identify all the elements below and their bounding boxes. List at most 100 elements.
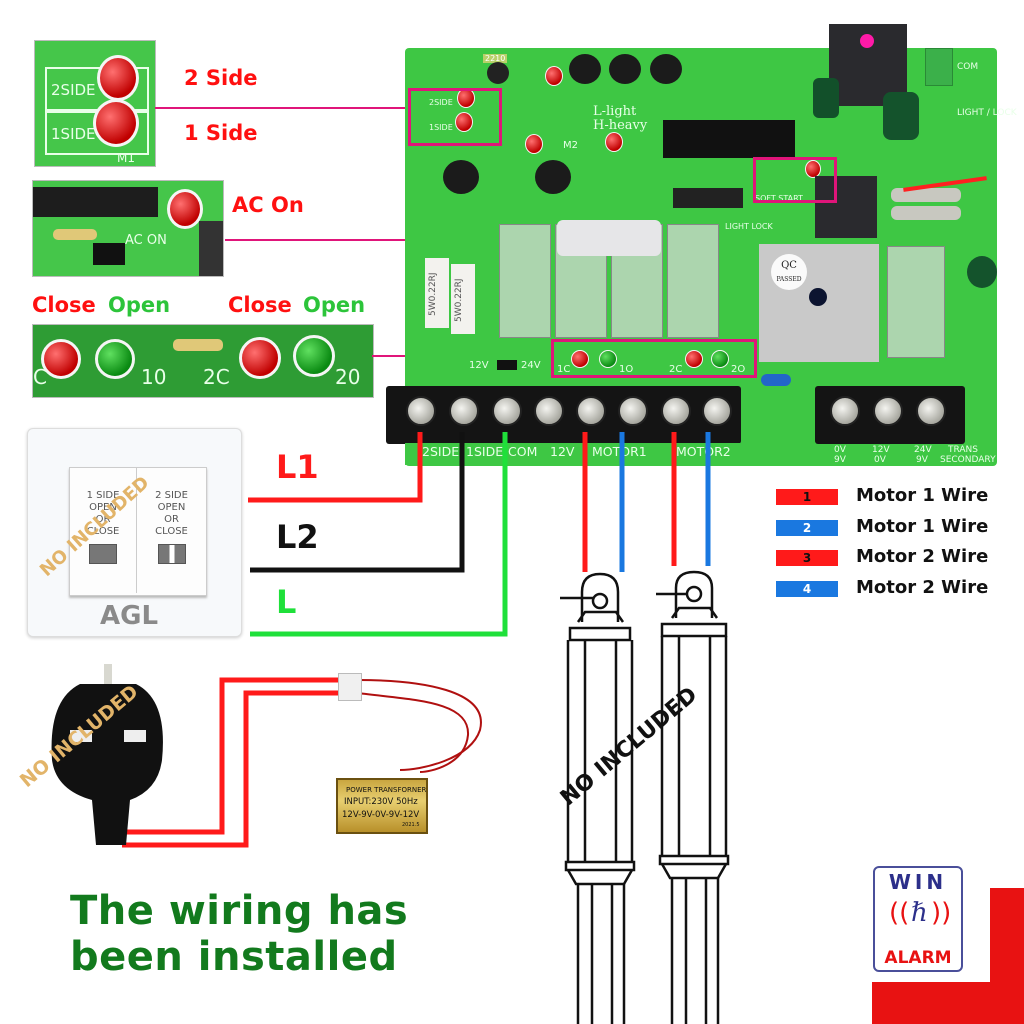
silk-com: COM bbox=[957, 62, 979, 72]
label-2-side: 2 Side bbox=[184, 66, 258, 90]
ac-on-thumbnail: AC ON bbox=[32, 180, 224, 277]
qc-text: QC bbox=[781, 260, 797, 271]
motor-leds-thumbnail: C 10 2C 20 bbox=[32, 324, 374, 398]
label-ac-on: AC On bbox=[232, 193, 304, 217]
ic-chip bbox=[33, 187, 158, 217]
headline-line-2: been installed bbox=[70, 934, 398, 980]
headline-line-1: The wiring has bbox=[70, 888, 409, 934]
label-close-1: Close bbox=[32, 293, 96, 317]
terminal-screw-com[interactable] bbox=[492, 396, 522, 426]
terminal-screw-motor2-a[interactable] bbox=[661, 396, 691, 426]
capacitor bbox=[813, 78, 839, 118]
legend-label-2: Motor 1 Wire bbox=[856, 516, 989, 537]
trans-col2-bot: 0V bbox=[874, 455, 886, 465]
terminal-screw-trans-3[interactable] bbox=[916, 396, 946, 426]
trans-col2-top: 12V bbox=[872, 445, 890, 455]
silk-ac-on: AC ON bbox=[125, 233, 167, 248]
terminal-label-1side: 1SIDE bbox=[466, 444, 504, 459]
potentiometer bbox=[535, 160, 571, 194]
main-terminal-block bbox=[386, 386, 741, 444]
transformer-lead-b bbox=[357, 692, 470, 773]
wire-label-l: L bbox=[276, 583, 297, 621]
highlight-ac-on bbox=[753, 157, 837, 203]
pcb-led-2c bbox=[685, 350, 703, 368]
terminal-screw-trans-2[interactable] bbox=[873, 396, 903, 426]
silk-12v: 12V bbox=[469, 360, 489, 371]
trans-label-bot: SECONDARY bbox=[940, 455, 996, 465]
silk-1side: 1SIDE bbox=[51, 125, 96, 143]
led-2-close bbox=[239, 337, 281, 379]
rocker-1-side[interactable]: 1 SIDE OPEN OR CLOSE bbox=[70, 468, 137, 593]
silk-l-light: L-light bbox=[593, 104, 637, 119]
potentiometer bbox=[569, 54, 601, 84]
microcontroller-ic bbox=[663, 120, 795, 158]
plug-wire-b bbox=[122, 690, 340, 848]
highlight-side-leds bbox=[408, 88, 502, 146]
logo-bottom-text: ALARM bbox=[884, 948, 952, 968]
relay-label-sticker bbox=[557, 220, 661, 256]
voltage-jumper bbox=[497, 360, 517, 370]
pcb-led-1o bbox=[599, 350, 617, 368]
rocker-1-text: 1 SIDE OPEN OR CLOSE bbox=[86, 490, 120, 537]
label-open-2: Open bbox=[303, 293, 366, 317]
silk-24v: 24V bbox=[521, 360, 541, 371]
legend-label-4: Motor 2 Wire bbox=[856, 577, 989, 598]
logo-symbol-icon: ℏ bbox=[911, 898, 928, 928]
pcb-led-m1 bbox=[605, 132, 623, 152]
gate-open-icon bbox=[157, 544, 186, 564]
pcb-silk-1c: 1C bbox=[557, 364, 571, 375]
passed-text: PASSED bbox=[776, 276, 802, 283]
terminal-label-motor1: MOTOR1 bbox=[592, 444, 647, 459]
resistor bbox=[173, 339, 223, 351]
ic-chip bbox=[673, 188, 743, 208]
qc-passed-sticker: QC PASSED bbox=[771, 254, 807, 290]
pcb-led-ac-on bbox=[805, 160, 821, 178]
wall-switch: 1 SIDE OPEN OR CLOSE 2 SIDE OPEN OR CLOS… bbox=[27, 428, 242, 637]
legend-swatch-1: 1 bbox=[776, 489, 838, 505]
terminal-screw-motor1-b[interactable] bbox=[618, 396, 648, 426]
pcb-silk-1side: 1SIDE bbox=[429, 123, 453, 132]
transformer-line-2: INPUT:230V 50Hz bbox=[344, 797, 418, 807]
silk-2side: 2SIDE bbox=[51, 81, 96, 99]
potentiometer bbox=[487, 62, 509, 84]
terminal-screw-12v[interactable] bbox=[534, 396, 564, 426]
pcb-silk-2side: 2SIDE bbox=[429, 98, 453, 107]
terminal-screw-2side[interactable] bbox=[406, 396, 436, 426]
wire-label-l1: L1 bbox=[276, 448, 319, 486]
marker-dot bbox=[860, 34, 874, 48]
terminal-screw-1side[interactable] bbox=[449, 396, 479, 426]
uk-plug bbox=[51, 664, 163, 845]
pcb-silk-2c: 2C bbox=[669, 364, 683, 375]
rocker-2-text: 2 SIDE OPEN OR CLOSE bbox=[155, 490, 188, 537]
silk-light-lock-jumper: LIGHT LOCK bbox=[725, 222, 773, 231]
led-2side bbox=[97, 55, 139, 101]
transformer-terminal-block bbox=[815, 386, 965, 444]
label-1-side: 1 Side bbox=[184, 121, 258, 145]
terminal-label-2side: 2SIDE bbox=[422, 444, 460, 459]
silk-1o: 10 bbox=[141, 365, 167, 389]
transformer-code: 2021.5 bbox=[402, 822, 420, 828]
legend-swatch-3: 3 bbox=[776, 550, 838, 566]
callout-line-side bbox=[155, 107, 410, 109]
terminal-screw-motor2-b[interactable] bbox=[702, 396, 732, 426]
silk-soft-start: SOFT START bbox=[755, 194, 803, 203]
potentiometer bbox=[609, 54, 641, 84]
trans-label-top: TRANS bbox=[948, 445, 978, 455]
power-transformer: POWER TRANSFORNER INPUT:230V 50Hz 12V-9V… bbox=[336, 778, 428, 834]
relay-5 bbox=[887, 246, 945, 358]
transformer-line-3: 12V-9V-0V-9V-12V bbox=[342, 810, 420, 820]
terminal-screw-motor1-a[interactable] bbox=[576, 396, 606, 426]
rocker-2-side[interactable]: 2 SIDE OPEN OR CLOSE bbox=[138, 468, 205, 593]
label-open-1: Open bbox=[108, 293, 171, 317]
trans-col1-bot: 9V bbox=[834, 455, 846, 465]
pcb-led-m2 bbox=[525, 134, 543, 154]
terminal-screw-trans-1[interactable] bbox=[830, 396, 860, 426]
capacitor bbox=[967, 256, 997, 288]
switch-rockers: 1 SIDE OPEN OR CLOSE 2 SIDE OPEN OR CLOS… bbox=[69, 467, 207, 596]
legend-swatch-2: 2 bbox=[776, 520, 838, 536]
trans-col3-bot: 9V bbox=[916, 455, 928, 465]
relay-edge bbox=[199, 221, 223, 276]
pcb-led-2o bbox=[711, 350, 729, 368]
terminal-label-com: COM bbox=[508, 444, 538, 459]
